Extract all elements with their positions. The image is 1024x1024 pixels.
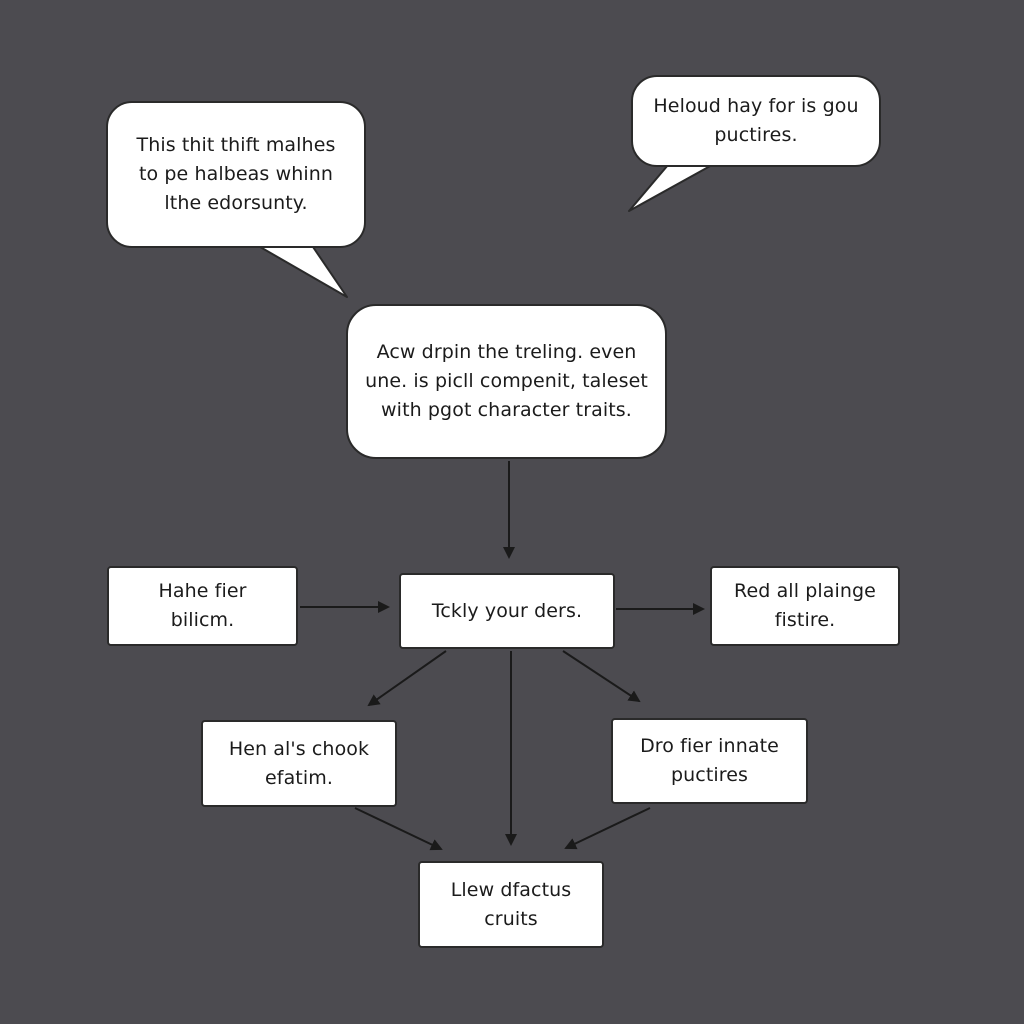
bubble-right-tail <box>628 164 713 212</box>
flow-node-lower-left: Hen al's chook efatim. <box>201 720 397 807</box>
flow-node-lower-right-text: Dro fier innate puctires <box>640 735 779 786</box>
flow-node-lower-left-text: Hen al's chook efatim. <box>228 737 370 789</box>
speech-bubble-right: Heloud hay for is gou puctires. <box>631 75 881 167</box>
speech-bubble-right-text: Heloud hay for is gou puctires. <box>653 95 859 146</box>
flow-node-center-text: Tckly your ders. <box>431 599 583 622</box>
speech-bubble-left-text: This thit thift malhes to pe halbeas whi… <box>136 134 336 214</box>
flow-node-left: Hahe fier bilicm. <box>107 566 298 646</box>
flow-node-bottom-text: Llew dfactus cruits <box>450 878 572 930</box>
speech-bubble-left: This thit thift malhes to pe halbeas whi… <box>106 101 366 248</box>
central-description-box: Acw drpin the treling. even une. is picl… <box>346 304 667 459</box>
arrow-center-node-to-lower-left-node <box>367 650 447 707</box>
arrow-lower-right-node-to-bottom-node <box>564 807 651 850</box>
flow-node-left-text: Hahe fier bilicm. <box>158 580 247 631</box>
central-description-text: Acw drpin the treling. even une. is picl… <box>365 341 648 421</box>
flow-node-center: Tckly your ders. <box>399 573 615 649</box>
flow-node-lower-right: Dro fier innate puctires <box>611 718 808 804</box>
bubble-left-tail <box>254 243 348 298</box>
flow-node-right: Red all plainge fistire. <box>710 566 900 646</box>
flow-node-right-text: Red all plainge fistire. <box>734 580 876 631</box>
arrow-lower-left-node-to-bottom-node <box>354 807 443 851</box>
arrow-center-node-to-lower-right-node <box>562 650 641 703</box>
flow-node-bottom: Llew dfactus cruits <box>418 861 604 948</box>
